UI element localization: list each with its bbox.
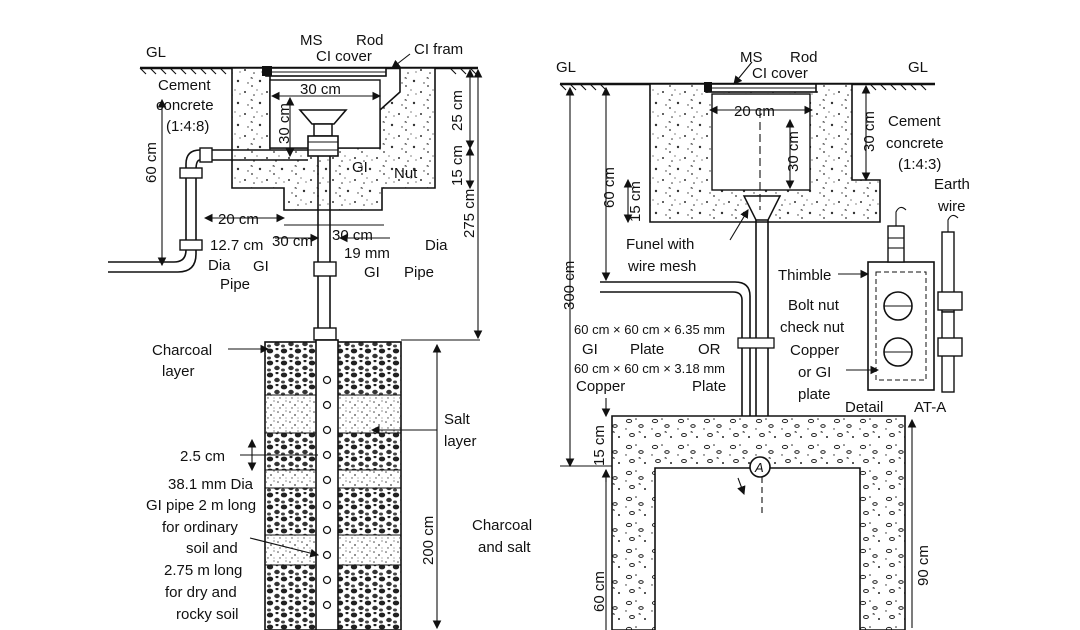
right-mix-label: (1:4:3) <box>898 156 941 173</box>
right-plate2-copper: Copper <box>576 378 625 395</box>
left-pipe2-label: Pipe <box>220 276 250 293</box>
left-cement-label: Cement <box>158 77 211 94</box>
left-dim-127: 12.7 cm <box>210 237 263 254</box>
right-bolt-nut-label: Bolt nut <box>788 297 840 314</box>
right-dim-30cm-side: 30 cm <box>861 111 878 152</box>
left-dim-30cm-b: 30 cm <box>332 227 373 244</box>
right-wire-label: wire <box>937 198 966 215</box>
left-gi-nut <box>307 135 339 157</box>
left-charcoal-salt-1: Charcoal <box>472 517 532 534</box>
right-plate2-dims: 60 cm × 60 cm × 3.18 mm <box>574 361 725 376</box>
left-electrode-pipe <box>315 339 339 630</box>
right-dim-15cm-b: 15 cm <box>591 425 608 466</box>
right-thimble-label: Thimble <box>778 267 831 284</box>
left-gi-pipe-pipe: Pipe <box>404 264 434 281</box>
right-funnel-2: wire mesh <box>627 258 696 275</box>
left-dim-2-5cm: 2.5 cm <box>180 448 225 465</box>
left-charcoal-layer-label: layer <box>162 363 195 380</box>
left-salt-label: Salt <box>444 411 471 428</box>
right-dim-300cm: 300 cm <box>561 261 578 310</box>
left-rod-label: Rod <box>356 32 384 49</box>
left-dim-25cm: 25 cm <box>449 90 466 131</box>
right-detail-label: Detail <box>845 399 883 416</box>
pipe-note-line: rocky soil <box>176 606 239 623</box>
left-dim-275cm: 275 cm <box>461 189 478 238</box>
left-ci-cover-label: CI cover <box>316 48 372 65</box>
right-at-a-label: AT-A <box>914 399 946 416</box>
left-gi-label: GI <box>352 159 368 176</box>
left-ms-rod <box>262 66 272 76</box>
left-pipe-note: 38.1 mm Dia GI pipe 2 m long for ordinar… <box>146 476 256 623</box>
left-dim-20cm: 20 cm <box>218 211 259 228</box>
right-dim-20cm: 20 cm <box>734 103 775 120</box>
left-dia-label: Dia <box>425 237 448 254</box>
right-dim-90cm: 90 cm <box>915 545 932 586</box>
right-dim-60cm: 60 cm <box>601 167 618 208</box>
right-concrete-label: concrete <box>886 135 944 152</box>
right-earth-label: Earth <box>934 176 970 193</box>
right-ci-cover-label: CI cover <box>752 65 808 82</box>
right-gl-right: GL <box>908 59 928 76</box>
left-ci-frame-label: CI fram <box>414 41 463 58</box>
right-funnel-1: Funel with <box>626 236 694 253</box>
left-dim-60cm: 60 cm <box>143 142 160 183</box>
right-water-pipe <box>600 281 751 460</box>
left-dim-200cm: 200 cm <box>420 516 437 565</box>
right-dim-15cm: 15 cm <box>627 181 644 222</box>
right-copper-label: Copper <box>790 342 839 359</box>
right-dim-30cm-inner: 30 cm <box>785 131 802 172</box>
right-plate1-gi: GI <box>582 341 598 358</box>
right-check-nut-label: check nut <box>780 319 845 336</box>
pipe-note-line: 38.1 mm Dia <box>168 476 254 493</box>
right-plate2-plate: Plate <box>692 378 726 395</box>
left-dim-15cm: 15 cm <box>449 145 466 186</box>
left-dia-19: 19 mm <box>344 245 390 262</box>
right-gl-left: GL <box>556 59 576 76</box>
right-earth-pit <box>611 415 906 630</box>
pipe-note-line: GI pipe 2 m long <box>146 497 256 514</box>
left-dim-30cm-a: 30 cm <box>272 233 313 250</box>
left-funnel <box>298 109 348 125</box>
left-ms-label: MS <box>300 32 323 49</box>
right-diagram: A <box>556 49 970 630</box>
right-dim-60cm-b: 60 cm <box>591 571 608 612</box>
right-plate1-dims: 60 cm × 60 cm × 6.35 mm <box>574 322 725 337</box>
right-cement-label: Cement <box>888 113 941 130</box>
left-nut-label: Nut <box>394 165 418 182</box>
left-gl-label: GL <box>146 44 166 61</box>
left-gi-pipe-gi: GI <box>364 264 380 281</box>
pipe-note-line: for ordinary <box>162 519 238 536</box>
pipe-note-line: soil and <box>186 540 238 557</box>
left-dim-30cm-top: 30 cm <box>300 81 341 98</box>
right-ms-rod <box>704 82 712 92</box>
right-marker-a-label: A <box>754 460 764 475</box>
right-marker-a <box>749 456 771 478</box>
right-plate-label: plate <box>798 386 831 403</box>
left-water-pipe <box>108 149 308 263</box>
left-gi2-label: GI <box>253 258 269 275</box>
left-dia2-label: Dia <box>208 257 231 274</box>
right-plate1-or: OR <box>698 341 721 358</box>
pipe-note-line: 2.75 m long <box>164 562 242 579</box>
left-charcoal-salt-2: and salt <box>478 539 531 556</box>
detail-at-a <box>867 206 963 393</box>
left-mix-label: (1:4:8) <box>166 118 209 135</box>
right-plate1-plate: Plate <box>630 341 664 358</box>
left-salt-layer-label: layer <box>444 433 477 450</box>
right-rod-label: Rod <box>790 49 818 66</box>
right-ms-label: MS <box>740 49 763 66</box>
right-or-gi-label: or GI <box>798 364 831 381</box>
left-charcoal-label: Charcoal <box>152 342 212 359</box>
pipe-note-line: for dry and <box>165 584 237 601</box>
left-dim-30cm-vert: 30 cm <box>276 103 293 144</box>
left-diagram: GL MS Rod CI cover CI fram Cement concre… <box>108 32 532 630</box>
left-concrete-label: concrete <box>156 97 214 114</box>
